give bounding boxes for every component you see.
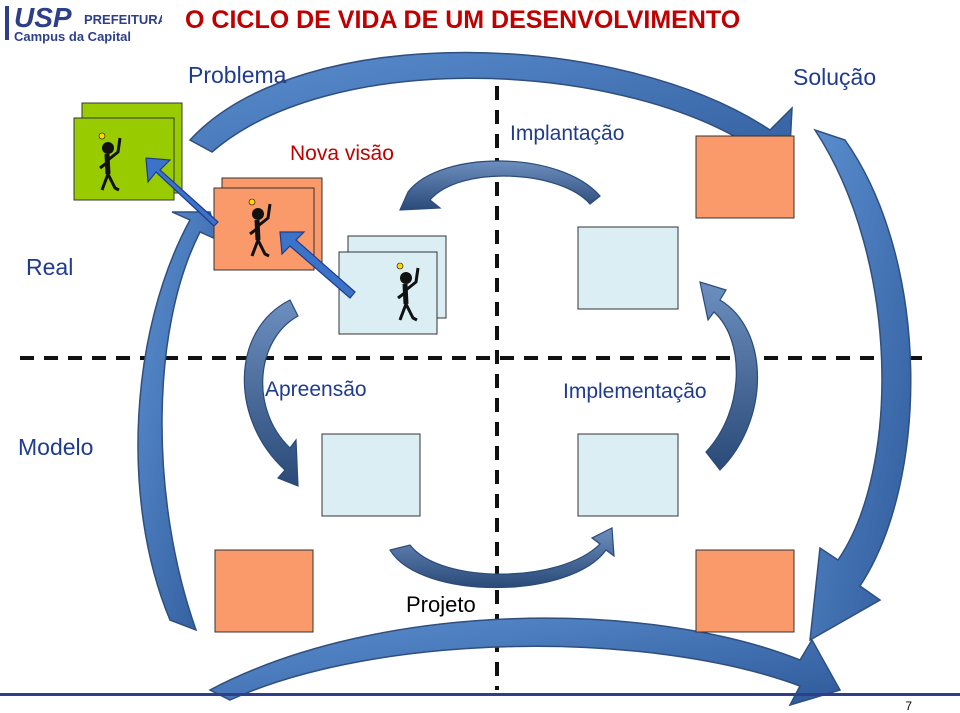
label-nova-visao: Nova visão	[290, 142, 394, 165]
footer-rule	[0, 693, 960, 696]
logo-line1: PREFEITURA	[84, 12, 162, 27]
label-projeto: Projeto	[406, 592, 476, 617]
label-modelo: Modelo	[18, 434, 94, 460]
label-problema: Problema	[188, 62, 287, 88]
usp-logo-graphic: USP PREFEITURA Campus da Capital	[2, 0, 168, 46]
implementacao-model-box	[577, 433, 679, 517]
label-implementacao: Implementação	[563, 380, 707, 403]
implantacao-arrow	[399, 160, 601, 211]
nova-visao-box	[213, 187, 315, 271]
modelo-right-box	[695, 549, 795, 633]
implantacao-model-box	[577, 226, 679, 310]
slide-title: O CICLO DE VIDA DE UM DESENVOLVIMENTO	[185, 6, 741, 34]
page-number: 7	[905, 699, 912, 713]
projeto-arrow	[389, 527, 615, 588]
label-implantacao: Implantação	[510, 122, 625, 145]
modelo-left-box	[214, 549, 314, 633]
apreensao-model-box	[321, 433, 421, 517]
label-apreensao: Apreensão	[265, 378, 367, 401]
apreensao-arrow	[243, 299, 299, 487]
visao-model-box	[338, 251, 438, 335]
label-real: Real	[26, 254, 74, 280]
usp-logo: USP PREFEITURA Campus da Capital	[2, 0, 168, 46]
solucao-box	[695, 135, 795, 219]
right-arc-arrow	[809, 128, 912, 642]
model-to-nova-visao-arrow	[279, 231, 356, 299]
logo-brand: USP	[14, 2, 72, 33]
left-arc-arrow	[137, 211, 220, 632]
nova-visao-to-problema-arrow	[145, 157, 219, 227]
logo-line2: Campus da Capital	[14, 29, 131, 44]
bottom-arc-arrow	[208, 617, 842, 707]
implementacao-arrow	[699, 281, 758, 471]
label-solucao: Solução	[793, 64, 877, 90]
